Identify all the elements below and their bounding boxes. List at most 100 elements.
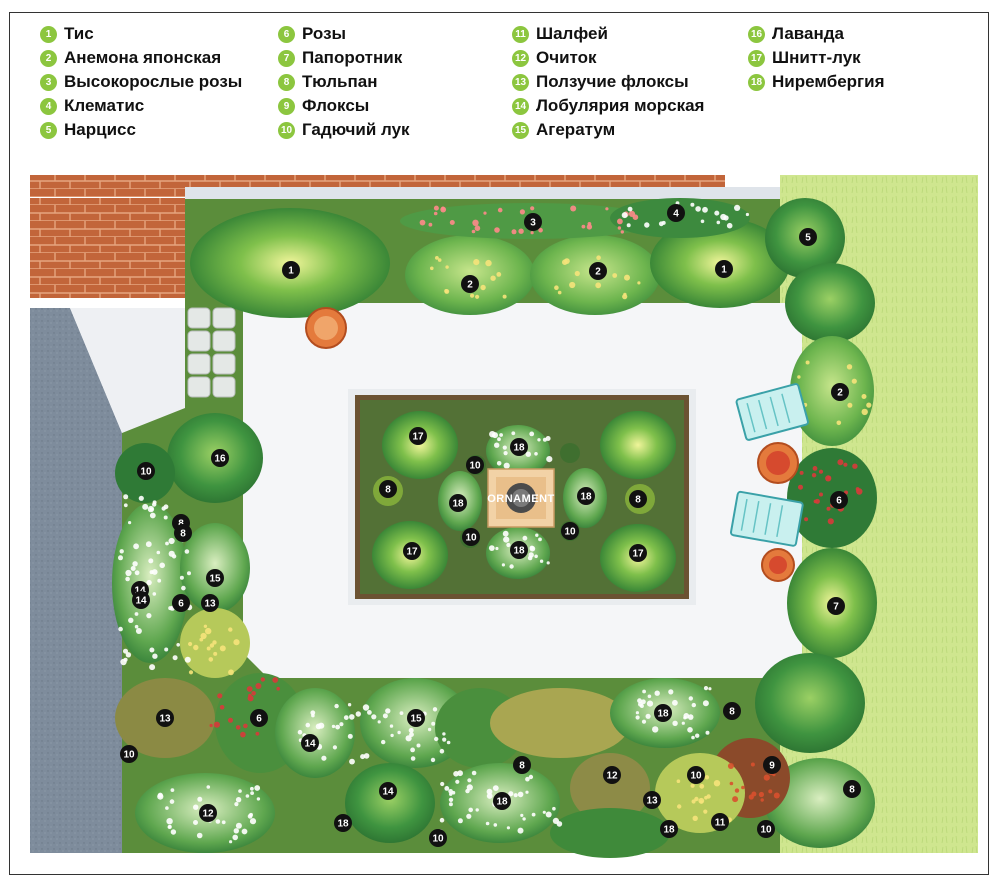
plant-marker-number: 4	[673, 209, 679, 220]
plant-marker-number: 12	[202, 809, 214, 820]
plant-marker-number: 18	[513, 546, 525, 557]
legend-label: Лобулярия морская	[536, 96, 705, 115]
plant-marker-number: 11	[715, 818, 726, 829]
legend-label: Нирембергия	[772, 72, 885, 91]
plant-marker-number: 10	[123, 750, 135, 761]
plant-marker: 18	[654, 704, 672, 722]
plant-marker-number: 18	[663, 825, 675, 836]
legend-number-badge: 16	[748, 25, 765, 43]
legend-item: 8 Тюльпан	[278, 71, 378, 93]
plant-marker: 14	[132, 591, 150, 609]
plant-marker-number: 8	[849, 785, 855, 796]
plant-marker: 17	[403, 542, 421, 560]
legend-number-badge: 6	[278, 25, 295, 43]
plant-marker-number: 10	[760, 825, 772, 836]
legend-number-badge: 13	[512, 73, 529, 91]
plant-marker-number: 1	[721, 265, 727, 276]
plant-marker-number: 13	[159, 714, 171, 725]
plant-marker-number: 18	[580, 492, 592, 503]
plant-marker-number: 17	[406, 547, 418, 558]
plant-marker-number: 6	[836, 496, 842, 507]
plant-marker: 6	[172, 594, 190, 612]
plant-marker: 17	[409, 427, 427, 445]
plant-marker: 8	[379, 480, 397, 498]
plant-marker: 11	[711, 813, 729, 831]
plant-marker: 10	[120, 745, 138, 763]
plant-marker: 7	[827, 597, 845, 615]
plant-marker-number: 1	[288, 266, 294, 277]
plant-marker: 18	[660, 820, 678, 838]
plant-marker: 10	[757, 820, 775, 838]
plant-marker-number: 13	[204, 599, 216, 610]
legend-label: Флоксы	[302, 96, 370, 115]
legend-label: Анемона японская	[64, 48, 222, 67]
legend-number-badge: 12	[512, 49, 529, 67]
plant-marker-number: 6	[256, 714, 262, 725]
plant-marker-number: 15	[410, 714, 422, 725]
ornament-label: ORNAMENT	[487, 493, 555, 505]
plant-marker-number: 18	[657, 709, 669, 720]
plant-marker: 4	[667, 204, 685, 222]
legend-number-badge: 9	[278, 97, 295, 115]
legend-label: Гадючий лук	[302, 120, 410, 139]
plant-marker: 6	[250, 709, 268, 727]
plant-marker-number: 10	[140, 467, 152, 478]
legend-item: 10 Гадючий лук	[278, 119, 410, 141]
flower-dots	[118, 201, 872, 844]
plant-marker: 17	[629, 544, 647, 562]
legend-number-badge: 3	[40, 73, 57, 91]
plant-marker-number: 16	[214, 454, 226, 465]
plant-marker: 18	[493, 792, 511, 810]
legend-label: Нарцисс	[64, 120, 136, 139]
legend-number-badge: 5	[40, 121, 57, 139]
legend-number-badge: 8	[278, 73, 295, 91]
wall-coping	[185, 187, 780, 199]
plant-marker: 14	[379, 782, 397, 800]
plant-marker-number: 10	[564, 527, 576, 538]
plant-marker: 13	[643, 791, 661, 809]
plant-marker: 14	[301, 734, 319, 752]
plant-marker-number: 6	[178, 599, 184, 610]
plant-marker-number: 18	[452, 499, 464, 510]
plant-marker: 10	[429, 829, 447, 847]
plant-marker-number: 2	[837, 388, 843, 399]
ornament: ORNAMENT	[487, 468, 555, 528]
plant-marker: 18	[449, 494, 467, 512]
legend-number-badge: 1	[40, 25, 57, 43]
plant-marker: 2	[589, 262, 607, 280]
plant-marker-number: 8	[180, 529, 186, 540]
plant-marker: 12	[199, 804, 217, 822]
plant-marker-number: 10	[465, 533, 477, 544]
legend-label: Папоротник	[302, 48, 403, 67]
legend-label: Клематис	[64, 96, 145, 115]
legend-label: Тюльпан	[302, 72, 378, 91]
plant-marker-number: 8	[519, 761, 525, 772]
plant-marker: 13	[201, 594, 219, 612]
plant-marker-number: 14	[135, 596, 147, 607]
garden-chairs	[729, 383, 809, 547]
plant-marker-number: 18	[496, 797, 508, 808]
plant-marker: 18	[334, 814, 352, 832]
plant-marker-number: 17	[632, 549, 644, 560]
plant-marker-number: 8	[635, 495, 641, 506]
legend-number-badge: 10	[278, 121, 295, 139]
plant-marker: 15	[206, 569, 224, 587]
plant-marker: 12	[603, 766, 621, 784]
legend-label: Агератум	[536, 120, 616, 139]
plant-marker: 8	[629, 490, 647, 508]
asphalt	[30, 308, 122, 853]
brick-wall	[30, 198, 185, 298]
